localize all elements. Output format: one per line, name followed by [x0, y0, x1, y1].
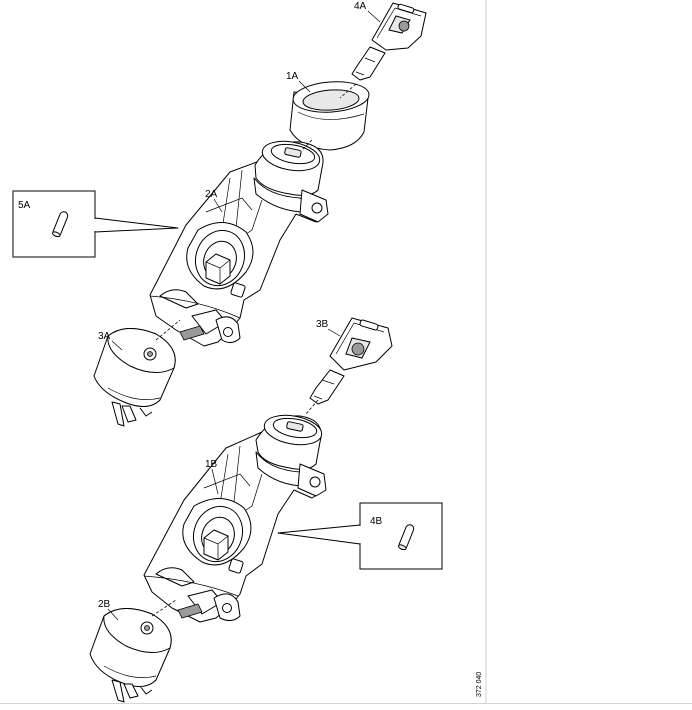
assembly-line-a1	[339, 83, 357, 99]
label-3b: 3B	[316, 319, 329, 330]
leader-lines	[107, 10, 381, 621]
document-number: 372 040	[476, 672, 483, 697]
inset-4b	[277, 502, 443, 570]
assembly-line-a2	[301, 139, 313, 151]
lock-body-a	[149, 140, 329, 347]
switch-a	[93, 328, 176, 427]
label-1a: 1A	[286, 71, 299, 82]
label-1b: 1B	[205, 459, 218, 470]
label-5a: 5A	[18, 200, 31, 211]
assembly-line-b1	[305, 399, 319, 415]
pin-4b	[397, 524, 415, 551]
lock-body-b	[143, 414, 327, 623]
inset-5a	[12, 190, 179, 258]
label-3a: 3A	[98, 331, 111, 342]
collar-a	[289, 81, 370, 151]
label-2a: 2A	[205, 189, 218, 200]
label-2b: 2B	[98, 599, 111, 610]
assembly-line-a3	[155, 319, 181, 341]
label-4b: 4B	[370, 516, 383, 527]
pin-5a	[51, 211, 69, 238]
switch-b	[89, 608, 172, 703]
key-b	[309, 317, 393, 405]
label-4a: 4A	[354, 1, 367, 12]
key-a	[351, 2, 427, 81]
